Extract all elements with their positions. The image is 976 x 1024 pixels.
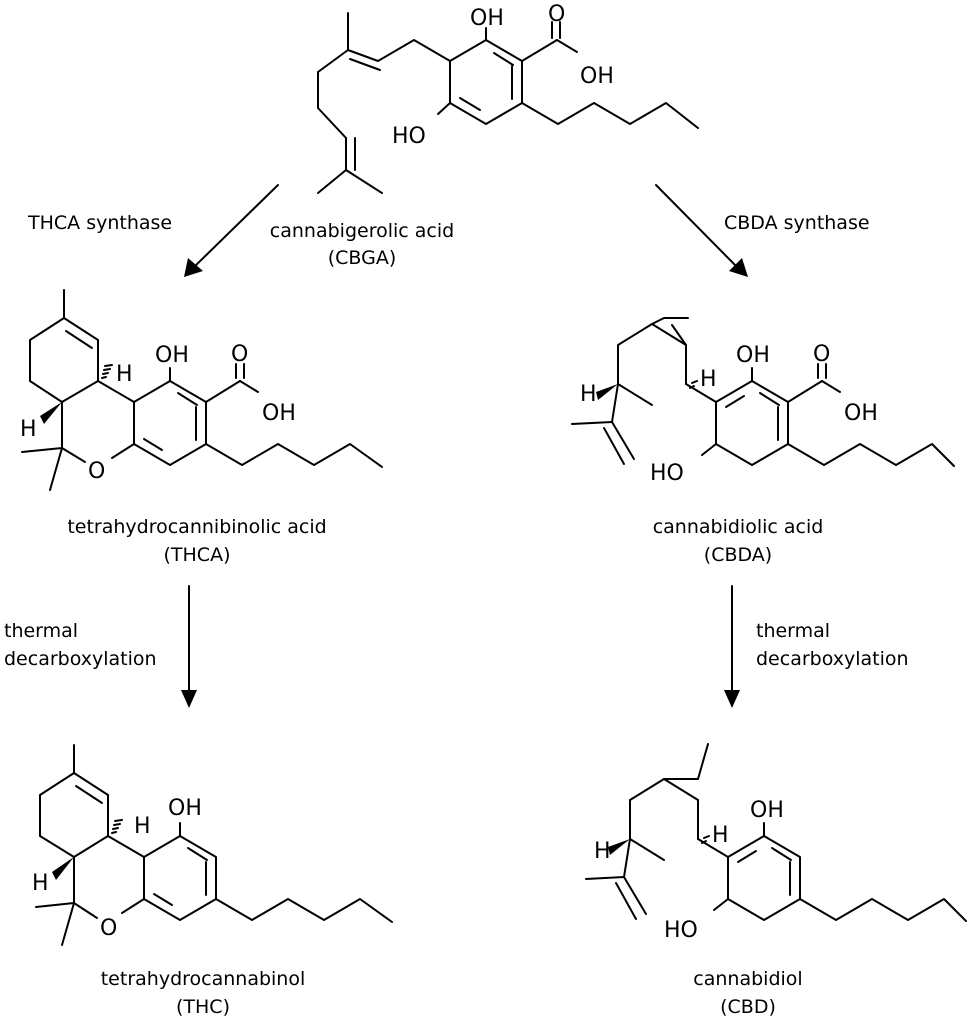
- cbd-h-left-label: H: [594, 839, 611, 864]
- cbda-synthase-label: CBDA synthase: [724, 212, 870, 234]
- cbd-oh-label: OH: [750, 798, 784, 823]
- cbda-oh-label: OH: [736, 343, 770, 368]
- arrow-thca-to-thc: [181, 585, 197, 708]
- cbda-name: cannabidiolic acid: [653, 516, 824, 538]
- thca-carbonyl-o-label: O: [231, 342, 248, 367]
- thc-ring-o-label: O: [100, 916, 117, 941]
- cbga-ho-label: HO: [392, 124, 426, 149]
- cbd-h-right-label: H: [712, 823, 729, 848]
- thca-abbr: (THCA): [164, 544, 231, 566]
- cbda-acid-oh-label: OH: [844, 401, 878, 426]
- cbda-structure: OH O OH HO H H: [571, 317, 955, 486]
- cbda-h-left-label: H: [580, 382, 597, 407]
- thc-h-top-label: H: [134, 814, 151, 839]
- thca-acid-oh-label: OH: [262, 401, 296, 426]
- cbd-structure: OH HO H H: [585, 743, 967, 943]
- thca-h-bottom-label: H: [20, 417, 37, 442]
- decarb-left-line2: decarboxylation: [4, 648, 157, 670]
- decarb-left-line1: thermal: [4, 620, 78, 642]
- thca-h-top-label: H: [116, 362, 133, 387]
- cbga-acid-oh-label: OH: [580, 64, 614, 89]
- cbd-name: cannabidiol: [693, 968, 802, 990]
- arrow-cbga-to-thca: [184, 184, 279, 277]
- decarb-right-line2: decarboxylation: [756, 648, 909, 670]
- cbga-structure: OH O OH HO: [317, 2, 699, 194]
- cbda-abbr: (CBDA): [704, 544, 772, 566]
- thca-oh-label: OH: [155, 343, 189, 368]
- thc-structure: OH O H H: [32, 744, 393, 946]
- arrow-cbda-to-cbd: [724, 585, 740, 708]
- cbda-h-right-label: H: [700, 367, 717, 392]
- thca-name: tetrahydrocannibinolic acid: [67, 516, 326, 538]
- cbga-name: cannabigerolic acid: [270, 220, 454, 242]
- thc-abbr: (THC): [176, 996, 230, 1018]
- cbd-ho-label: HO: [664, 918, 698, 943]
- decarb-right-line1: thermal: [756, 620, 830, 642]
- cbga-carbonyl-o-label: O: [548, 2, 565, 27]
- cbga-oh-label: OH: [470, 6, 504, 31]
- thc-name: tetrahydrocannabinol: [101, 968, 306, 990]
- thca-structure: OH O OH O H H: [20, 289, 383, 491]
- cbda-carbonyl-o-label: O: [813, 342, 830, 367]
- arrow-cbga-to-cbda: [655, 184, 748, 277]
- thca-ring-o-label: O: [88, 459, 105, 484]
- thc-oh-label: OH: [168, 796, 202, 821]
- cbga-abbr: (CBGA): [328, 247, 397, 269]
- thca-synthase-label: THCA synthase: [27, 212, 172, 234]
- thc-h-bottom-label: H: [32, 871, 49, 896]
- cbda-ho-label: HO: [650, 461, 684, 486]
- cbd-abbr: (CBD): [720, 996, 776, 1018]
